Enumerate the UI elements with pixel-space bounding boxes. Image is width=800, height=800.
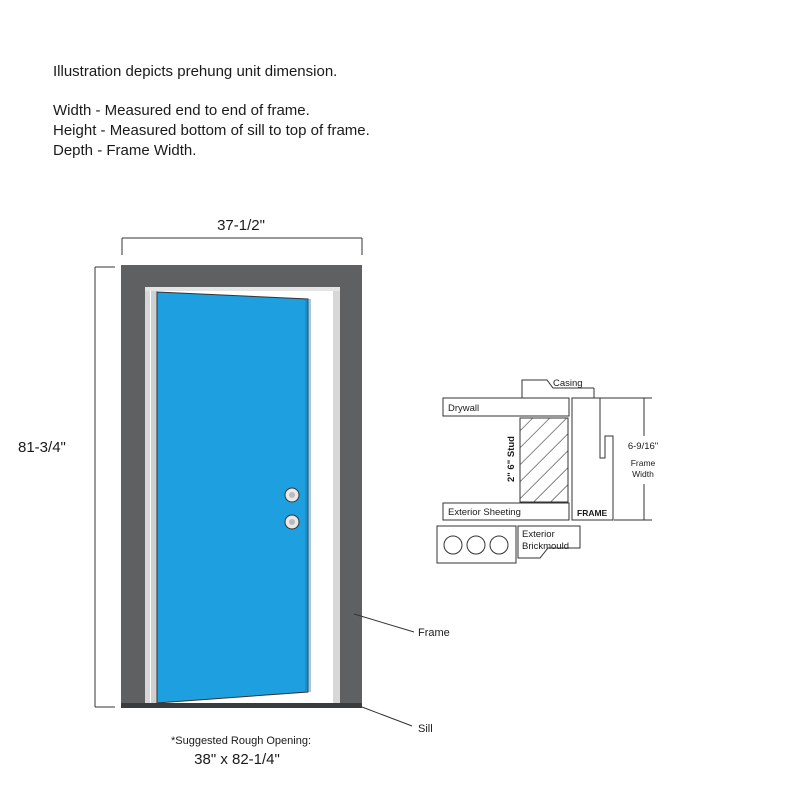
frame-width-label-line1: Frame	[631, 458, 656, 468]
frame-callout: Frame	[353, 613, 450, 639]
height-definition: Height - Measured bottom of sill to top …	[53, 122, 370, 139]
drywall-label: Drywall	[448, 403, 479, 414]
stud-label: 2" 6" Stud	[506, 436, 517, 482]
door-slab	[151, 291, 311, 704]
frame-section-label: FRAME	[577, 508, 608, 518]
door-knob-icon	[284, 487, 300, 503]
deadbolt-icon	[284, 514, 300, 530]
exterior-sheeting-label: Exterior Sheeting	[448, 507, 521, 518]
width-definition: Width - Measured end to end of frame.	[53, 102, 310, 119]
depth-definition: Depth - Frame Width.	[53, 142, 197, 159]
frame-width-label-line2: Width	[632, 469, 654, 479]
intro-caption: Illustration depicts prehung unit dimens…	[53, 63, 338, 80]
brickmould-label-line2: Brickmould	[522, 541, 569, 552]
intro-text-block: Illustration depicts prehung unit dimens…	[53, 62, 370, 161]
frame-width-dimension: 6-9/16"	[628, 441, 658, 452]
height-dimension: 81-3/4"	[18, 266, 115, 708]
width-dimension-label: 37-1/2"	[217, 217, 265, 234]
width-dimension: 37-1/2"	[121, 217, 363, 255]
rough-opening-value: 38" x 82-1/4"	[194, 751, 280, 768]
rough-opening-label: *Suggested Rough Opening:	[171, 735, 311, 747]
brickmould-label-line1: Exterior	[522, 529, 555, 540]
sill-callout-label: Sill	[418, 723, 433, 735]
casing-label: Casing	[553, 378, 583, 389]
frame-cross-section: Casing Drywall 2" 6" Stud FRAME Exterior…	[436, 378, 658, 564]
door-sill	[121, 703, 362, 708]
sill-callout: Sill	[361, 706, 433, 735]
height-dimension-label: 81-3/4"	[18, 439, 66, 456]
frame-callout-label: Frame	[418, 627, 450, 639]
